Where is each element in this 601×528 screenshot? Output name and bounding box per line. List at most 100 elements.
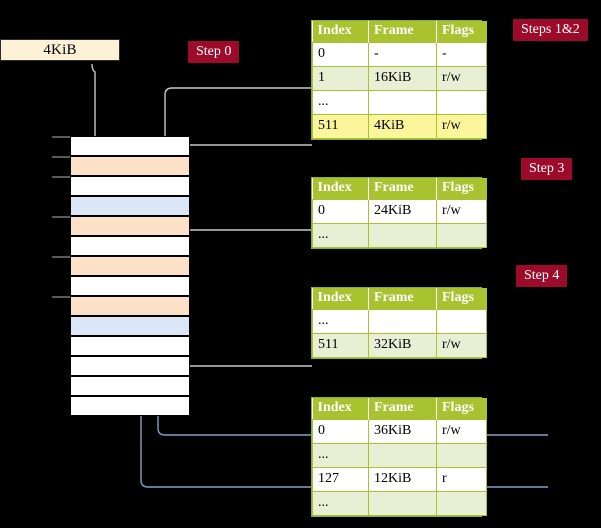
table-cell: 1 [312, 66, 369, 91]
table-cell: - [436, 42, 487, 67]
memory-row [70, 136, 190, 156]
table-row: ... [312, 223, 487, 248]
memory-row [70, 316, 190, 336]
table-cell: ... [312, 491, 369, 516]
column-header-flags: Flags [436, 398, 487, 420]
table-row: ... [312, 309, 487, 334]
table-row: ... [312, 443, 487, 468]
memory-row [70, 396, 190, 416]
table-cell: 16KiB [368, 66, 437, 91]
wire-t1b-to-memory [177, 144, 312, 205]
table-cell: 0 [312, 42, 369, 67]
memory-row [70, 236, 190, 256]
table-cell: 0 [312, 419, 369, 444]
column-header-frame: Frame [368, 398, 437, 420]
table-cell [436, 309, 487, 334]
table-cell: r [436, 467, 487, 492]
table-cell: 32KiB [368, 333, 437, 358]
memory-row [70, 156, 190, 176]
table-cell: ... [312, 223, 369, 248]
memory-row [70, 276, 190, 296]
table-cell: 127 [312, 467, 369, 492]
table-row: 0-- [312, 42, 487, 67]
table-cell [368, 223, 437, 248]
table-cell: r/w [436, 66, 487, 91]
table-cell: 0 [312, 199, 369, 224]
column-header-index: Index [312, 398, 369, 420]
column-header-frame: Frame [368, 178, 437, 200]
table-cell: 4KiB [368, 114, 437, 139]
memory-row [70, 336, 190, 356]
memory-tick [52, 156, 70, 158]
table-cell [368, 443, 437, 468]
wire-t3-to-memory [177, 330, 312, 367]
column-header-index: Index [312, 178, 369, 200]
column-header-frame: Frame [368, 21, 437, 43]
column-header-index: Index [312, 288, 369, 310]
table-cell: 12KiB [368, 467, 437, 492]
memory-tick [52, 216, 70, 218]
memory-tick [52, 176, 70, 178]
table-cell [368, 309, 437, 334]
column-header-flags: Flags [436, 21, 487, 43]
table-row: ... [312, 90, 487, 115]
table-cell [436, 90, 487, 115]
wire-t2-to-memory [177, 229, 312, 252]
table-cell: 511 [312, 114, 369, 139]
table-cell [368, 90, 437, 115]
badge-step-3: Step 3 [521, 158, 573, 180]
table-cell: r/w [436, 333, 487, 358]
memory-tick [52, 136, 70, 138]
table-cell: ... [312, 443, 369, 468]
table-cell: 24KiB [368, 199, 437, 224]
memory-tick [52, 296, 70, 298]
badge-steps-1-2: Steps 1&2 [513, 19, 588, 41]
memory-row [70, 356, 190, 376]
column-header-flags: Flags [436, 288, 487, 310]
memory-row [70, 376, 190, 396]
badge-step-4: Step 4 [516, 265, 568, 287]
virtual-page-box: 4KiB [0, 39, 120, 61]
memory-row [70, 296, 190, 316]
table-cell: 511 [312, 333, 369, 358]
table-cell [436, 443, 487, 468]
table-cell: ... [312, 309, 369, 334]
memory-tick [52, 256, 70, 258]
column-header-flags: Flags [436, 178, 487, 200]
table-row: ... [312, 491, 487, 516]
column-header-index: Index [312, 21, 369, 43]
badge-step-0: Step 0 [188, 41, 240, 63]
memory-row [70, 196, 190, 216]
memory-row [70, 176, 190, 196]
column-header-frame: Frame [368, 288, 437, 310]
table-cell: r/w [436, 114, 487, 139]
table-cell: r/w [436, 419, 487, 444]
table-cell [436, 491, 487, 516]
memory-row [70, 256, 190, 276]
table-cell [368, 491, 437, 516]
wire-page-to-memory [91, 63, 96, 145]
table-cell: - [368, 42, 437, 67]
table-cell: r/w [436, 199, 487, 224]
memory-row [70, 216, 190, 236]
table-cell: ... [312, 90, 369, 115]
